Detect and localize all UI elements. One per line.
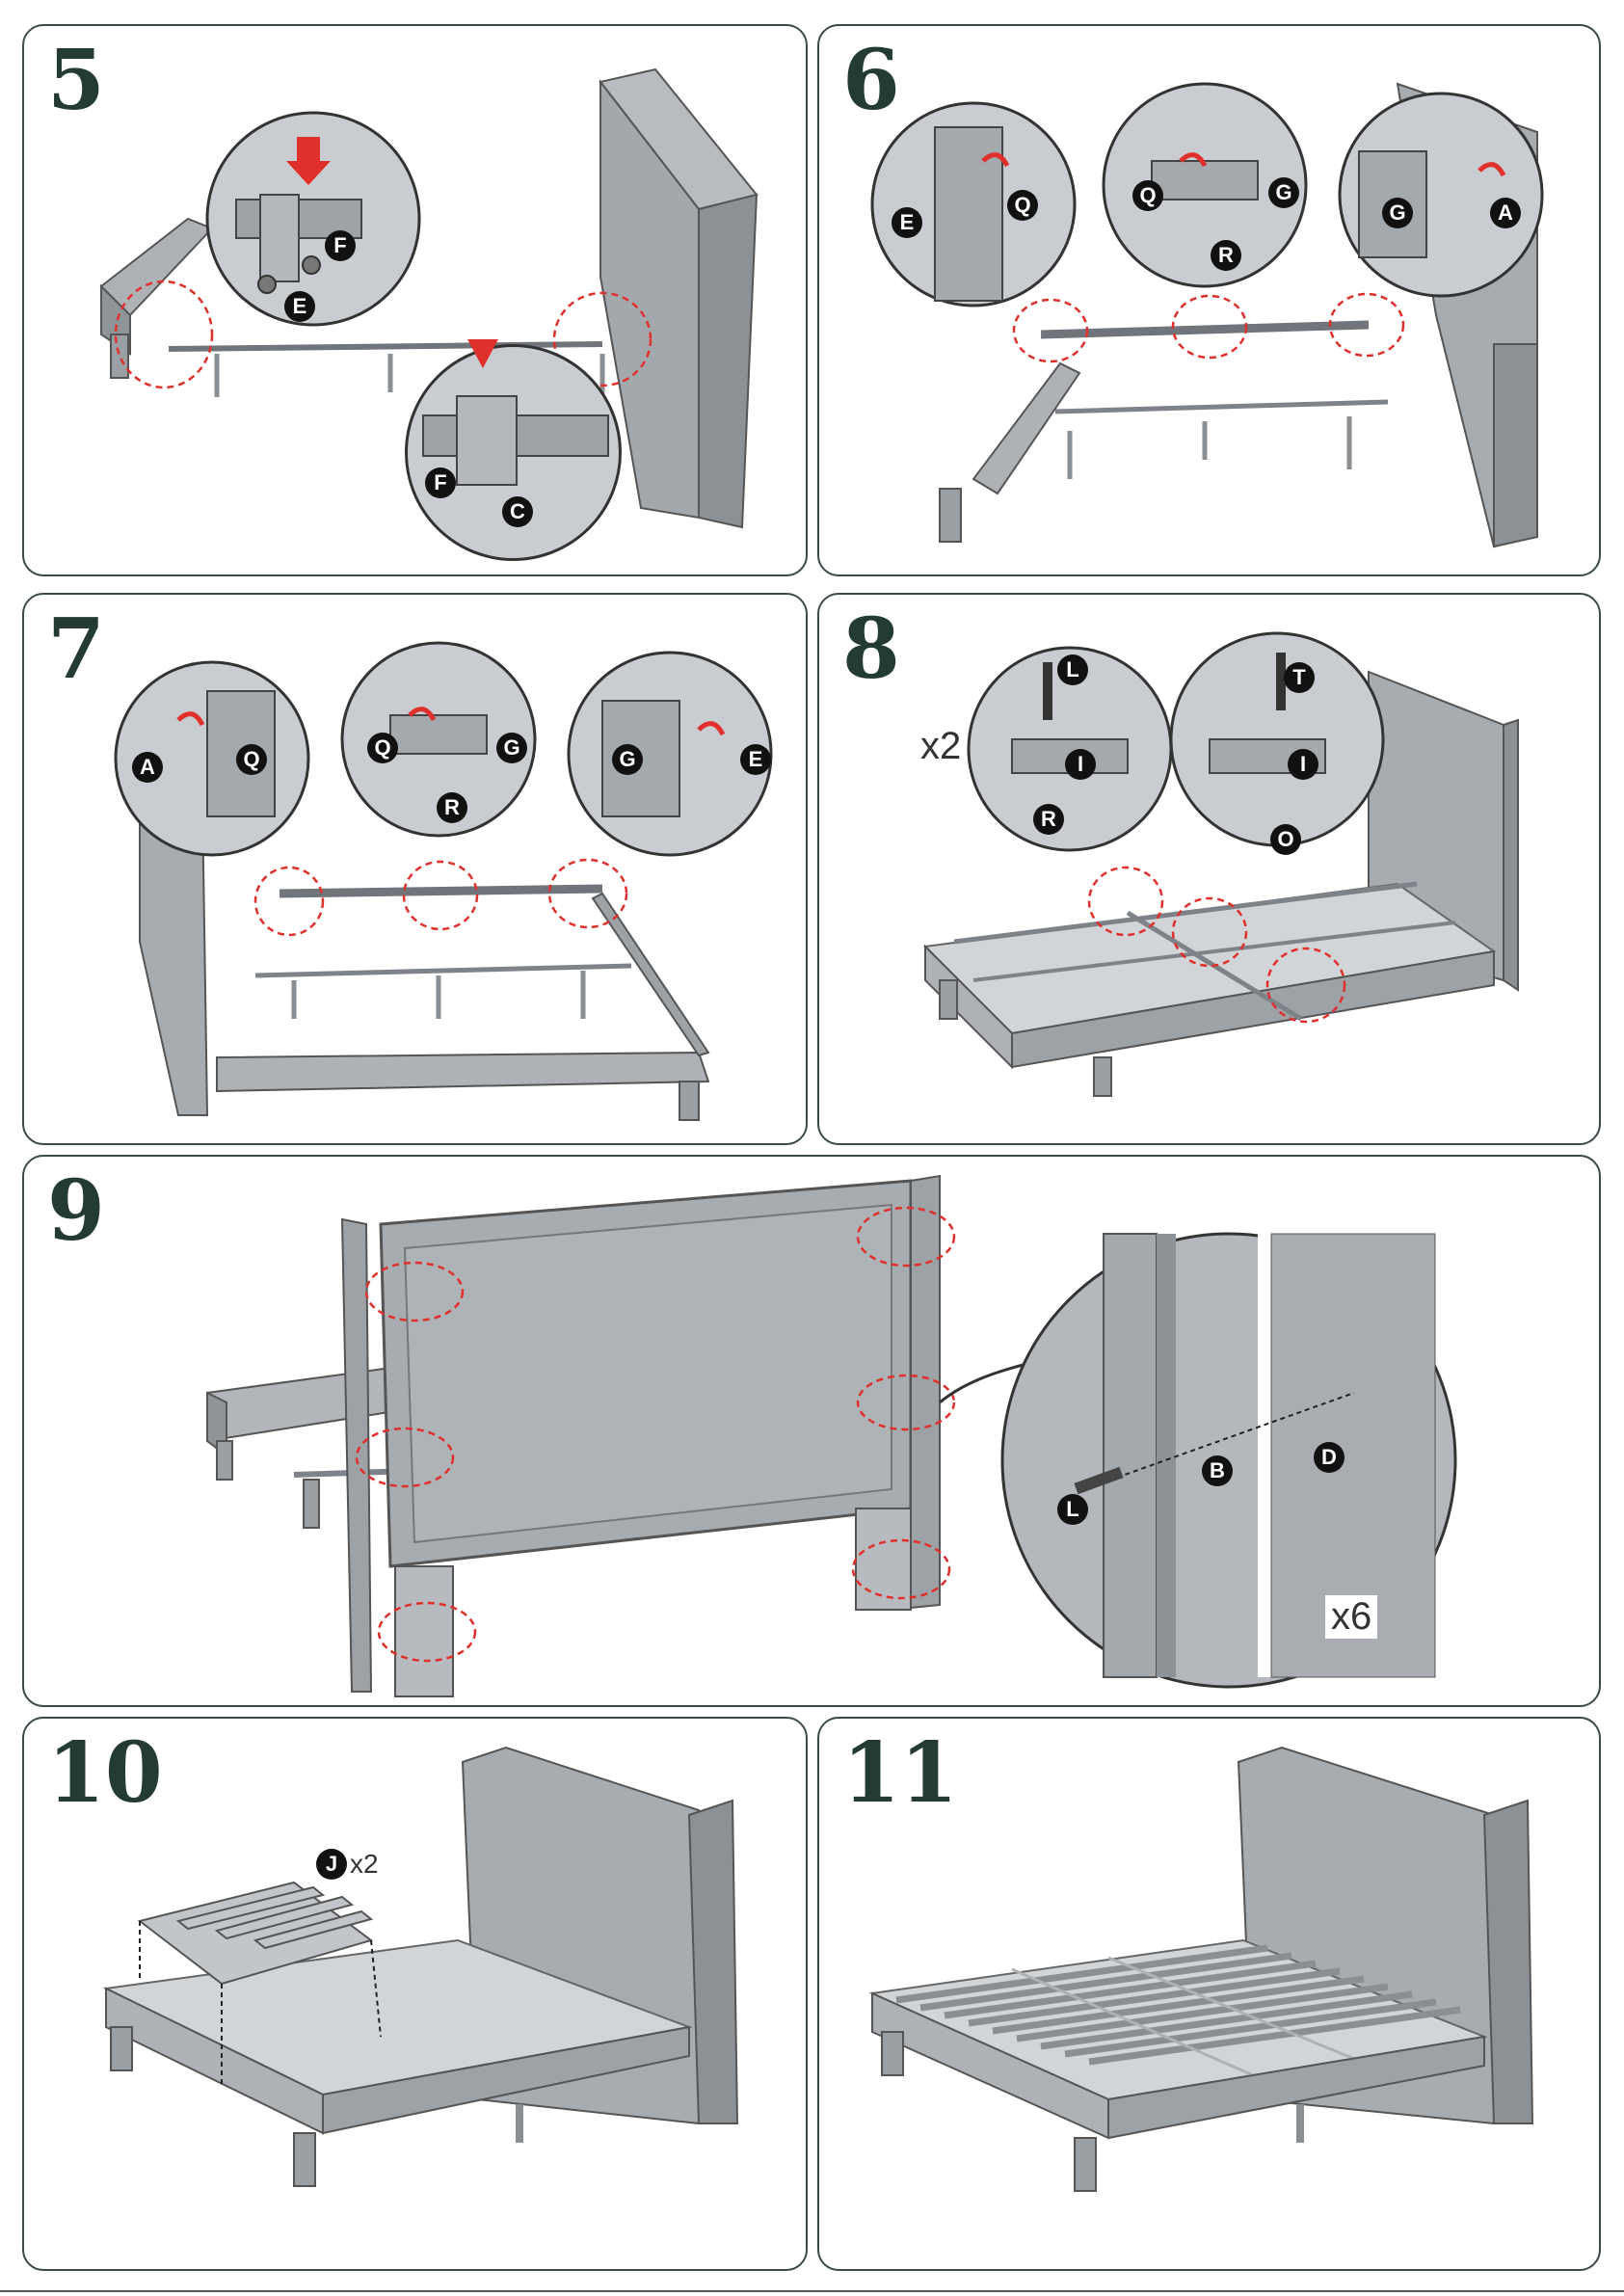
callout-I: I (1065, 749, 1096, 780)
callout-D: D (1314, 1442, 1344, 1473)
multiplier-text: x2 (350, 1849, 379, 1880)
callout-E: E (892, 207, 922, 238)
bottom-rule (0, 2290, 1624, 2292)
zoom-bubble-rail-bracket: F C (405, 344, 622, 561)
down-arrow-icon (467, 339, 498, 368)
step-10-panel: 10 J x2 (22, 1717, 808, 2271)
callout-B: B (1202, 1455, 1233, 1486)
callout-Q: Q (1132, 180, 1163, 211)
callout-C: C (502, 496, 533, 527)
step-11-illustration (819, 1719, 1601, 2271)
callout-G: G (1268, 177, 1299, 208)
callout-L: L (1057, 1494, 1088, 1525)
step-8-illustration: x2 (819, 595, 1601, 1145)
callout-F: F (325, 230, 356, 261)
callout-Q: Q (1007, 190, 1038, 221)
callout-G: G (612, 744, 643, 775)
step-7-panel: 7 A Q Q G R G E (22, 593, 808, 1145)
callout-E: E (284, 291, 315, 322)
step-6-panel: 6 E Q Q G R G A (817, 24, 1601, 576)
callout-O: O (1270, 824, 1301, 855)
callout-T: T (1284, 662, 1315, 693)
step-5-panel: 5 F E F C (22, 24, 808, 576)
callout-L: L (1057, 654, 1088, 685)
multiplier-text: x6 (1325, 1595, 1377, 1639)
callout-Q: Q (367, 733, 398, 763)
callout-R: R (437, 792, 467, 823)
multiplier-text: x2 (920, 725, 961, 767)
step-10-illustration (24, 1719, 808, 2271)
callout-R: R (1211, 240, 1241, 271)
callout-G: G (496, 733, 527, 763)
step-6-illustration (819, 26, 1601, 576)
callout-E: E (740, 744, 771, 775)
callout-A: A (1490, 198, 1521, 228)
callout-R: R (1033, 804, 1064, 835)
step-8-panel: 8 x2 L I R T I O (817, 593, 1601, 1145)
callout-I: I (1288, 749, 1318, 780)
callout-Q: Q (236, 744, 267, 775)
step-9-panel: 9 B D L x6 (22, 1155, 1601, 1707)
callout-A: A (132, 752, 163, 783)
callout-F: F (425, 467, 456, 498)
callout-G: G (1382, 198, 1413, 228)
step-11-panel: 11 (817, 1717, 1601, 2271)
callout-J: J (316, 1849, 347, 1880)
step-7-illustration (24, 595, 808, 1145)
